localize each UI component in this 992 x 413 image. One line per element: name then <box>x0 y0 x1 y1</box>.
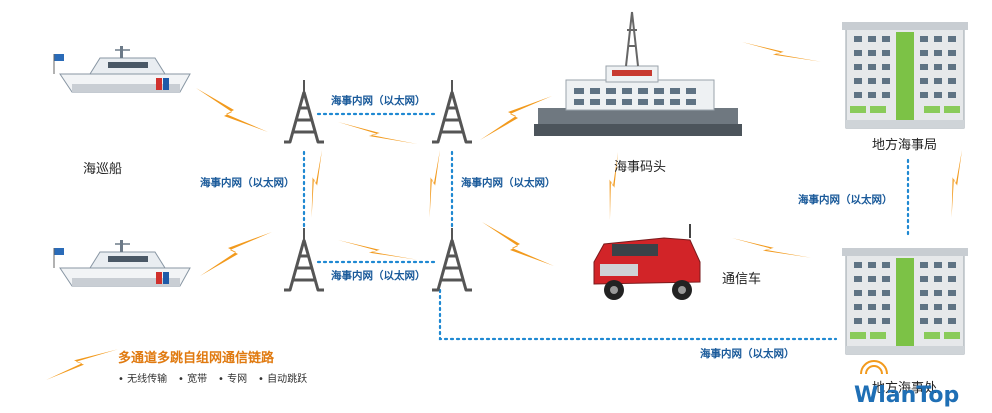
maritime-dock-icon <box>534 11 742 136</box>
wireless-link-ship2 <box>200 232 272 276</box>
wireless-link-ship1 <box>196 88 268 132</box>
intranet-label-right: 海事内网（以太网） <box>798 193 893 206</box>
legend-item: • 无线传输 <box>118 372 167 385</box>
patrol-ship-icon <box>53 239 191 287</box>
wireless-link-legend-icon <box>46 349 118 380</box>
relay-tower-icon <box>430 78 474 144</box>
legend: 多通道多跳自组网通信链路 • 无线传输 • 宽带 • 专网 • 自动跳跃 <box>46 349 307 385</box>
wireless-link-vertical-left <box>300 150 334 218</box>
intranet-label-left: 海事内网（以太网） <box>200 176 295 189</box>
legend-item: • 专网 <box>218 372 247 385</box>
relay-tower-icon <box>430 226 474 292</box>
wireless-link-car-office <box>732 238 812 258</box>
watermark-logo: WlanTop <box>854 360 959 408</box>
wireless-link-tower-mid2 <box>338 240 418 260</box>
intranet-label-bottom: 海事内网（以太网） <box>331 269 426 282</box>
intranet-label-long: 海事内网（以太网） <box>700 347 795 360</box>
wireless-link-tower-car <box>482 222 554 266</box>
comm-vehicle-icon <box>593 224 701 300</box>
relay-tower-icon <box>282 78 326 144</box>
comm-vehicle-label: 通信车 <box>722 271 761 287</box>
legend-title: 多通道多跳自组网通信链路 <box>118 350 275 366</box>
wireless-link-bureau-office <box>940 150 974 218</box>
relay-tower-icon <box>282 226 326 292</box>
link-tower4-office <box>438 288 838 341</box>
intranet-label-top: 海事内网（以太网） <box>331 94 426 107</box>
wireless-link-dock-bureau <box>742 42 822 62</box>
local-maritime-bureau-label: 地方海事局 <box>872 137 937 153</box>
local-maritime-bureau-icon <box>841 21 969 129</box>
patrol-ship-label: 海巡船 <box>83 162 122 177</box>
maritime-office-icon <box>841 247 969 355</box>
patrol-ship-icon <box>53 45 191 93</box>
intranet-label-mid: 海事内网（以太网） <box>461 176 556 189</box>
wireless-link-tower-mid <box>338 122 418 144</box>
legend-item: • 自动跳跃 <box>258 372 307 385</box>
maritime-dock-label: 海事码头 <box>614 160 666 175</box>
wireless-link-vertical-mid <box>418 150 452 218</box>
watermark-text: WlanTop <box>854 383 959 408</box>
legend-item: • 宽带 <box>178 372 207 385</box>
maritime-office-label: 地方海事处 <box>872 380 937 396</box>
